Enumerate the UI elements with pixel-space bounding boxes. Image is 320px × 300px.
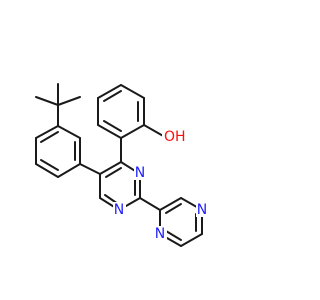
bond [79, 163, 101, 175]
bond [105, 167, 122, 178]
atom-n3: N [113, 202, 126, 218]
bond [40, 131, 59, 143]
atom-n1: N [134, 165, 147, 181]
atom-n1-pyrimidinyl-label: N [197, 202, 207, 218]
bond [180, 233, 203, 247]
bond [103, 120, 122, 132]
atom-oh-label: OH [164, 129, 186, 145]
bond [120, 124, 145, 139]
atom-n1-pyrimidinyl: N [196, 202, 209, 218]
bond [165, 230, 182, 241]
atom-n3-pyrimidinyl-label: N [155, 226, 165, 242]
bond [159, 197, 182, 211]
bond [165, 203, 182, 214]
bond [97, 124, 122, 139]
atom-n1-label: N [135, 165, 145, 181]
bond [40, 159, 59, 171]
bonds [35, 83, 203, 247]
bond [35, 163, 59, 178]
atom-oh: OH [162, 129, 186, 145]
atom-n3-pyrimidinyl: N [154, 226, 167, 242]
chemical-structure: N N OH N N [35, 83, 209, 247]
bond [103, 90, 122, 102]
bond [57, 96, 81, 106]
bond [99, 161, 122, 175]
bond [57, 125, 81, 139]
bond [97, 84, 122, 99]
bond [35, 125, 59, 139]
atom-labels: N N OH N N [113, 129, 209, 242]
bond [120, 84, 145, 99]
bond [143, 124, 166, 138]
bond [139, 197, 161, 211]
atom-n3-label: N [114, 202, 124, 218]
bond [57, 163, 81, 178]
bond [35, 96, 59, 106]
